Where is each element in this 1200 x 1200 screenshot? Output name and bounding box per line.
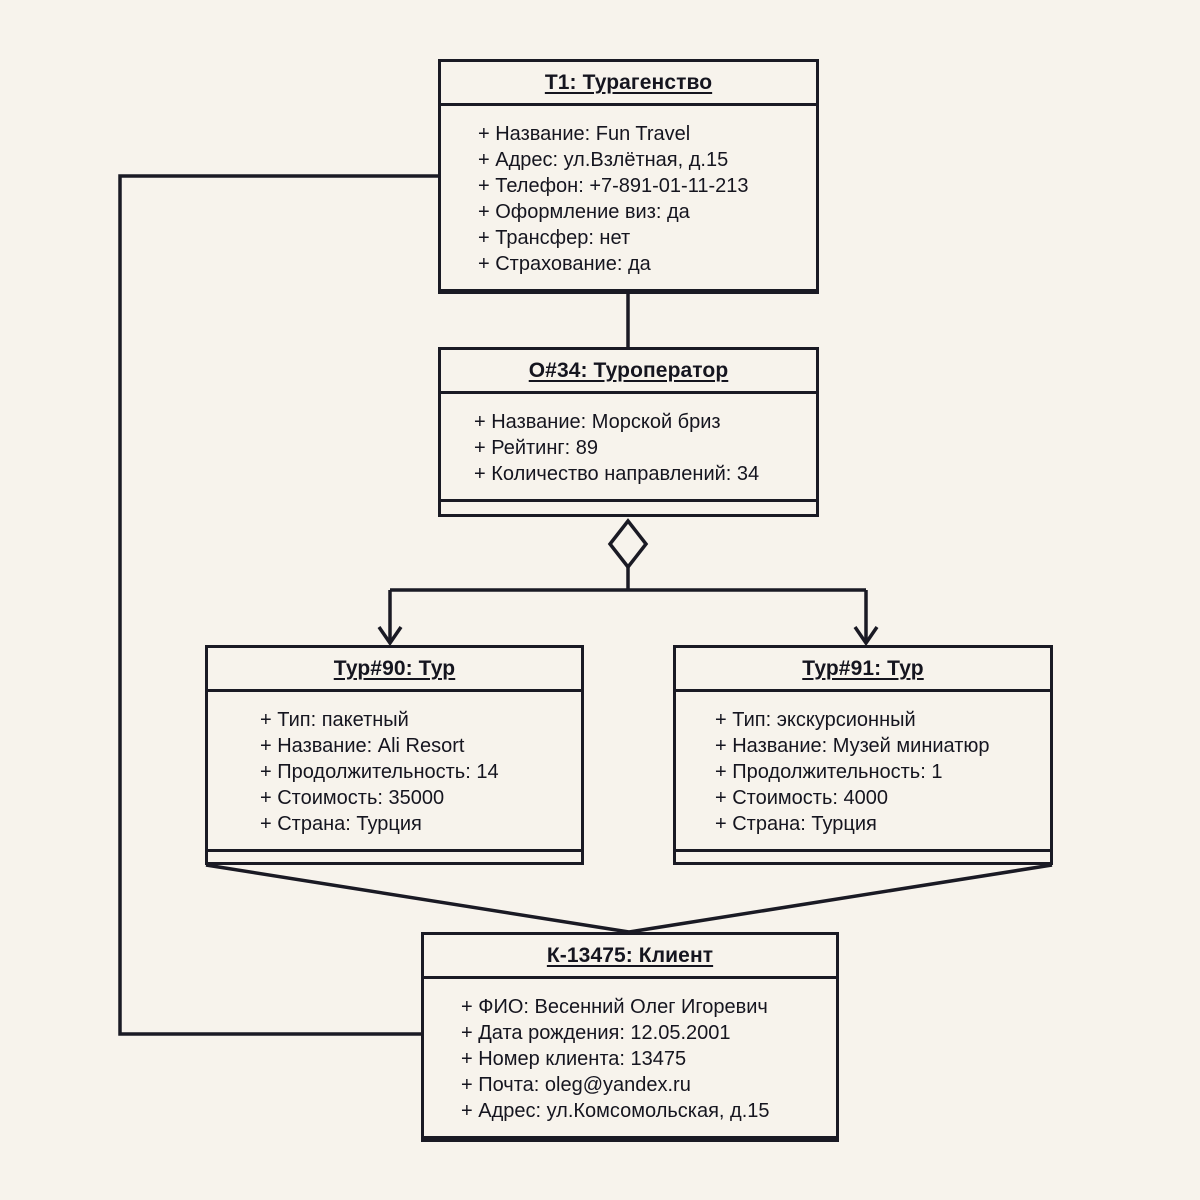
attribute-row: + Номер клиента: 13475 [461, 1048, 687, 1070]
object-attributes-operator: + Название: Морской бриз + Рейтинг: 89 +… [441, 394, 816, 502]
attribute-row: + Стоимость: 4000 [715, 787, 888, 809]
attribute-row: + Адрес: ул.Взлётная, д.15 [478, 149, 729, 171]
object-attributes-tour90: + Тип: пакетный + Название: Ali Resort +… [208, 692, 581, 852]
object-title-tour91: Тур#91: Тур [676, 648, 1050, 692]
object-operations-tour90 [208, 852, 581, 862]
object-operations-operator [441, 502, 816, 514]
attribute-row: + Адрес: ул.Комсомольская, д.15 [461, 1100, 770, 1122]
attribute-row: + Продолжительность: 14 [260, 761, 499, 783]
object-node-tour91[interactable]: Тур#91: Тур + Тип: экскурсионный + Назва… [673, 645, 1053, 865]
attribute-row: + Название: Ali Resort [260, 735, 465, 757]
object-title-client: К-13475: Клиент [424, 935, 836, 979]
object-node-client[interactable]: К-13475: Клиент + ФИО: Весенний Олег Иго… [421, 932, 839, 1142]
object-title-agency: T1: Турагенство [441, 62, 816, 106]
arrowhead-to-tour90 [377, 626, 403, 647]
attribute-row: + Трансфер: нет [478, 227, 631, 249]
attribute-row: + Название: Музей миниатюр [715, 735, 990, 757]
object-operations-tour91 [676, 852, 1050, 862]
attribute-row: + Продолжительность: 1 [715, 761, 943, 783]
attribute-row: + Телефон: +7-891-01-11-213 [478, 175, 749, 197]
object-node-agency[interactable]: T1: Турагенство + Название: Fun Travel +… [438, 59, 819, 294]
object-attributes-tour91: + Тип: экскурсионный + Название: Музей м… [676, 692, 1050, 852]
object-title-operator: O#34: Туроператор [441, 350, 816, 394]
attribute-row: + Страна: Турция [260, 813, 422, 835]
attribute-row: + Количество направлений: 34 [474, 463, 760, 485]
attribute-row: + Тип: экскурсионный [715, 709, 916, 731]
attribute-row: + Стоимость: 35000 [260, 787, 445, 809]
attribute-row: + Название: Морской бриз [474, 411, 721, 433]
object-title-tour90: Тур#90: Тур [208, 648, 581, 692]
attribute-row: + ФИО: Весенний Олег Игоревич [461, 996, 768, 1018]
object-node-tour90[interactable]: Тур#90: Тур + Тип: пакетный + Название: … [205, 645, 584, 865]
attribute-row: + Оформление виз: да [478, 201, 690, 223]
object-attributes-agency: + Название: Fun Travel + Адрес: ул.Взлёт… [441, 106, 816, 292]
aggregation-diamond [607, 518, 649, 570]
attribute-row: + Название: Fun Travel [478, 123, 691, 145]
attribute-row: + Тип: пакетный [260, 709, 409, 731]
attribute-row: + Страхование: да [478, 253, 651, 275]
attribute-row: + Страна: Турция [715, 813, 877, 835]
attribute-row: + Дата рождения: 12.05.2001 [461, 1022, 731, 1044]
attribute-row: + Почта: oleg@yandex.ru [461, 1074, 691, 1096]
link-tour91-client [628, 863, 1053, 934]
attribute-row: + Рейтинг: 89 [474, 437, 599, 459]
object-attributes-client: + ФИО: Весенний Олег Игоревич + Дата рож… [424, 979, 836, 1139]
link-agency-client [118, 174, 438, 1036]
arrowhead-to-tour91 [853, 626, 879, 647]
link-tour90-client [205, 863, 630, 934]
object-node-operator[interactable]: O#34: Туроператор + Название: Морской бр… [438, 347, 819, 517]
